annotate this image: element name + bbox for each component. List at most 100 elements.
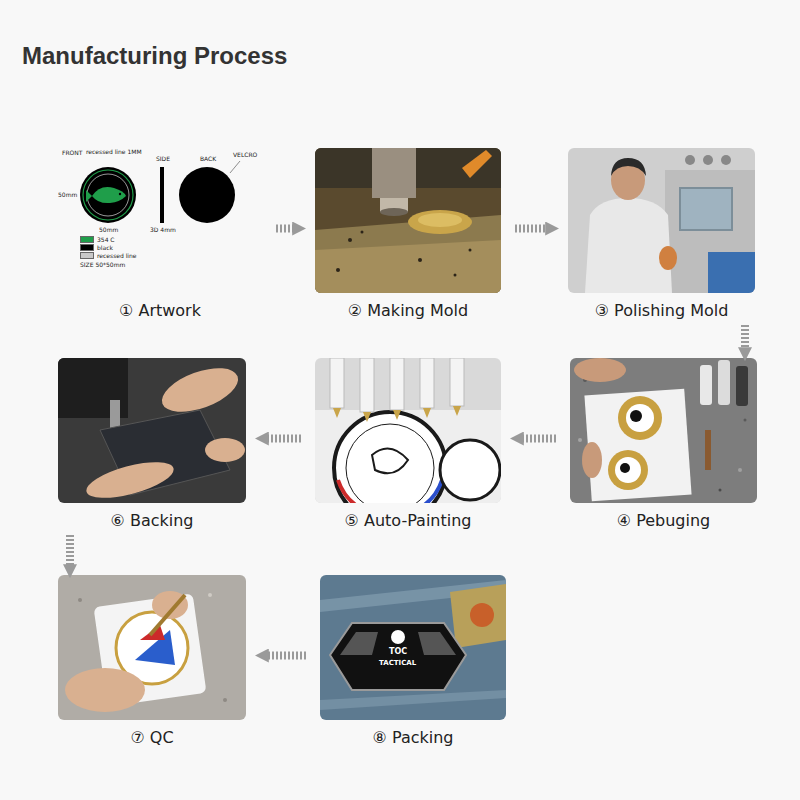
flow-arrow-group (266, 438, 301, 439)
artwork-drawing-shape (119, 193, 121, 195)
process-step: ④ Pebuging (566, 358, 761, 531)
artwork-annotation: recessed line 1MM (86, 149, 142, 155)
color-swatch (80, 236, 94, 243)
artwork-drawing-shape (83, 170, 133, 220)
flow-arrow-group (276, 228, 295, 229)
pebuging-photo-shape (719, 489, 722, 492)
photo-area (566, 358, 761, 503)
artwork-annotation: SIDE (156, 156, 170, 162)
artwork-drawing-shape (80, 167, 136, 223)
packing-photo (320, 575, 506, 720)
pebuging-photo-shape (615, 457, 641, 483)
polishing-photo (568, 148, 755, 293)
mold-photo-shape (418, 213, 462, 227)
qc-photo-shape (208, 593, 212, 597)
step-label: ① Artwork (54, 293, 266, 321)
polishing-photo-shape (708, 252, 755, 293)
artwork-drawing-shape (230, 161, 240, 173)
flow-arrow-group (70, 535, 71, 567)
pebuging-photo-shape (718, 360, 730, 405)
painting-photo-shape (363, 412, 371, 422)
mold-photo-shape (315, 240, 501, 293)
photo-area (564, 148, 759, 293)
flow-arrow (276, 225, 295, 233)
pebuging-photo-shape (574, 358, 626, 382)
legend-row: black (80, 244, 113, 251)
mold-photo-shape (372, 148, 416, 198)
step-label: ⑦ QC (54, 720, 250, 748)
qc-photo (58, 575, 246, 720)
packing-photo-shape (320, 690, 506, 710)
mold-photo-shape (462, 150, 492, 178)
artwork-drawing-shape (86, 190, 92, 202)
polishing-photo-shape (568, 148, 755, 293)
patch-text: TACTICAL (379, 660, 416, 667)
photo-area (316, 575, 510, 720)
painting-photo-shape (372, 449, 408, 474)
painting-photo-shape (423, 408, 431, 418)
mold-photo-shape (315, 148, 501, 293)
pebuging-photo-shape (582, 442, 602, 478)
photo-area (54, 575, 250, 720)
pebuging-photo-shape (700, 365, 712, 405)
qc-photo-shape (223, 698, 227, 702)
polishing-photo-shape (585, 198, 672, 293)
photo-area (54, 358, 250, 503)
artwork-drawing-shape (179, 167, 235, 223)
artwork-annotation: 3D 4mm (150, 227, 176, 233)
packing-photo-shape (391, 630, 405, 644)
qc-photo-shape (78, 598, 82, 602)
photo-area (311, 358, 505, 503)
mold-photo-shape (380, 208, 408, 216)
pebuging-photo-shape (578, 438, 582, 442)
process-step: ⑦ QC (54, 575, 250, 748)
photo-area (54, 148, 266, 293)
painting-photo-shape (420, 480, 442, 503)
step-label: ③ Polishing Mold (564, 293, 759, 321)
legend-text: black (97, 245, 113, 251)
qc-photo-shape (58, 575, 246, 720)
legend-text: 354 C (97, 237, 115, 243)
backing-photo-shape (156, 359, 243, 420)
qc-photo-shape (65, 668, 145, 712)
artwork-drawing-shape (87, 174, 129, 216)
painting-photo-shape (440, 440, 500, 500)
artwork-annotation: BACK (200, 156, 216, 162)
backing-photo-shape (83, 455, 177, 503)
pebuging-photo-shape (705, 430, 711, 470)
mold-photo-shape (336, 268, 340, 272)
pebuging-photo-shape (736, 366, 748, 406)
flow-arrow-group (266, 655, 306, 656)
step-label: ⑤ Auto-Painting (311, 503, 505, 531)
polishing-photo-shape (703, 155, 713, 165)
qc-photo-shape (150, 595, 185, 635)
painting-photo-shape (346, 424, 434, 503)
painting-photo-shape (450, 358, 464, 406)
color-swatch (80, 252, 94, 259)
pebuging-photo-shape (738, 468, 742, 472)
polishing-photo-shape (665, 170, 755, 293)
mold-photo-shape (454, 274, 457, 277)
backing-photo-shape (205, 438, 245, 462)
step-label: ② Making Mold (311, 293, 505, 321)
color-swatch (80, 244, 94, 251)
flow-arrow (521, 435, 556, 443)
flow-arrow (66, 535, 74, 567)
legend-text: recessed line (97, 253, 137, 259)
polishing-photo-shape (611, 158, 646, 176)
mold-photo-shape (348, 238, 352, 242)
flow-arrow (741, 325, 749, 350)
packing-photo-shape (418, 632, 456, 655)
packing-photo-shape (340, 632, 378, 655)
flow-arrow (266, 652, 306, 660)
backing-photo (58, 358, 246, 503)
flow-arrow-group (521, 438, 556, 439)
painting-photo-shape (453, 406, 461, 416)
artwork-drawing (80, 161, 240, 223)
artwork-annotation: FRONT (62, 150, 83, 156)
polishing-photo-shape (721, 155, 731, 165)
mold-photo (315, 148, 501, 293)
painting-photo-shape (390, 358, 404, 410)
